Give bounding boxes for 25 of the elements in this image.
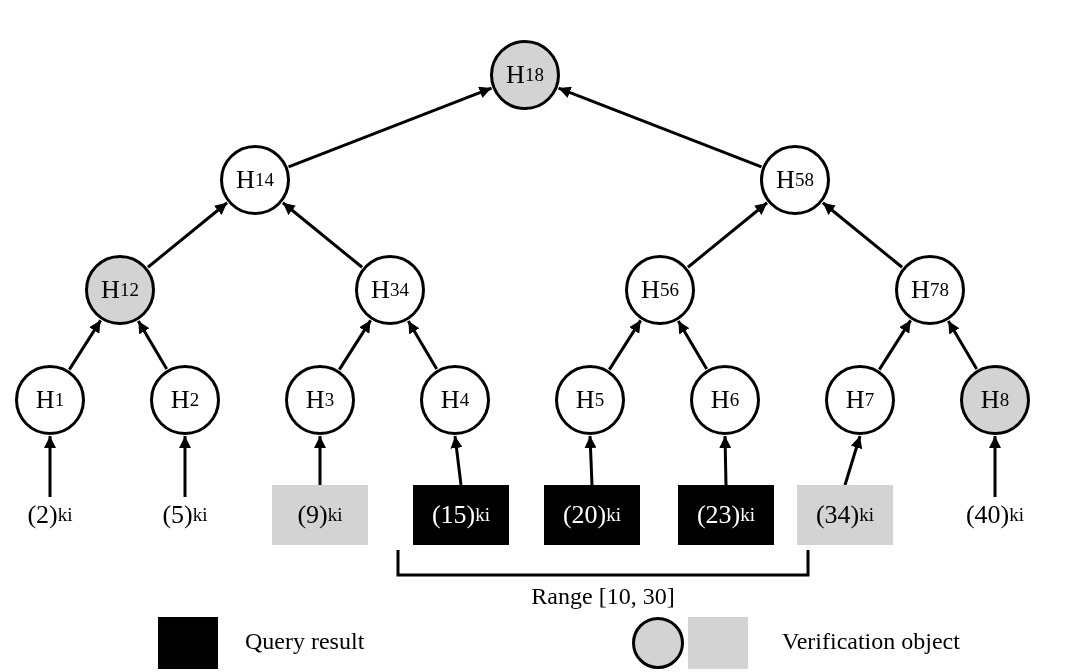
arrow	[677, 320, 708, 370]
arrow	[314, 436, 326, 485]
arrow	[947, 320, 978, 370]
arrow	[146, 201, 229, 269]
arrow	[281, 201, 364, 269]
arrow	[179, 436, 191, 497]
arrow	[843, 435, 863, 486]
arrow	[137, 320, 168, 370]
range-label: Range [10, 30]	[530, 583, 676, 610]
legend-label: Verification object	[782, 628, 960, 655]
arrow	[821, 201, 904, 269]
arrow	[44, 436, 56, 497]
arrow	[608, 319, 642, 371]
arrow	[558, 86, 762, 169]
legend-label: Query result	[245, 628, 365, 655]
arrow	[989, 436, 1001, 497]
arrow	[338, 319, 372, 371]
arrow	[288, 86, 492, 169]
arrow	[68, 319, 102, 371]
arrow	[584, 435, 597, 486]
arrow	[407, 320, 438, 370]
arrow	[719, 435, 732, 486]
arrow	[450, 435, 463, 486]
arrow	[686, 201, 769, 269]
arrow	[878, 319, 912, 371]
